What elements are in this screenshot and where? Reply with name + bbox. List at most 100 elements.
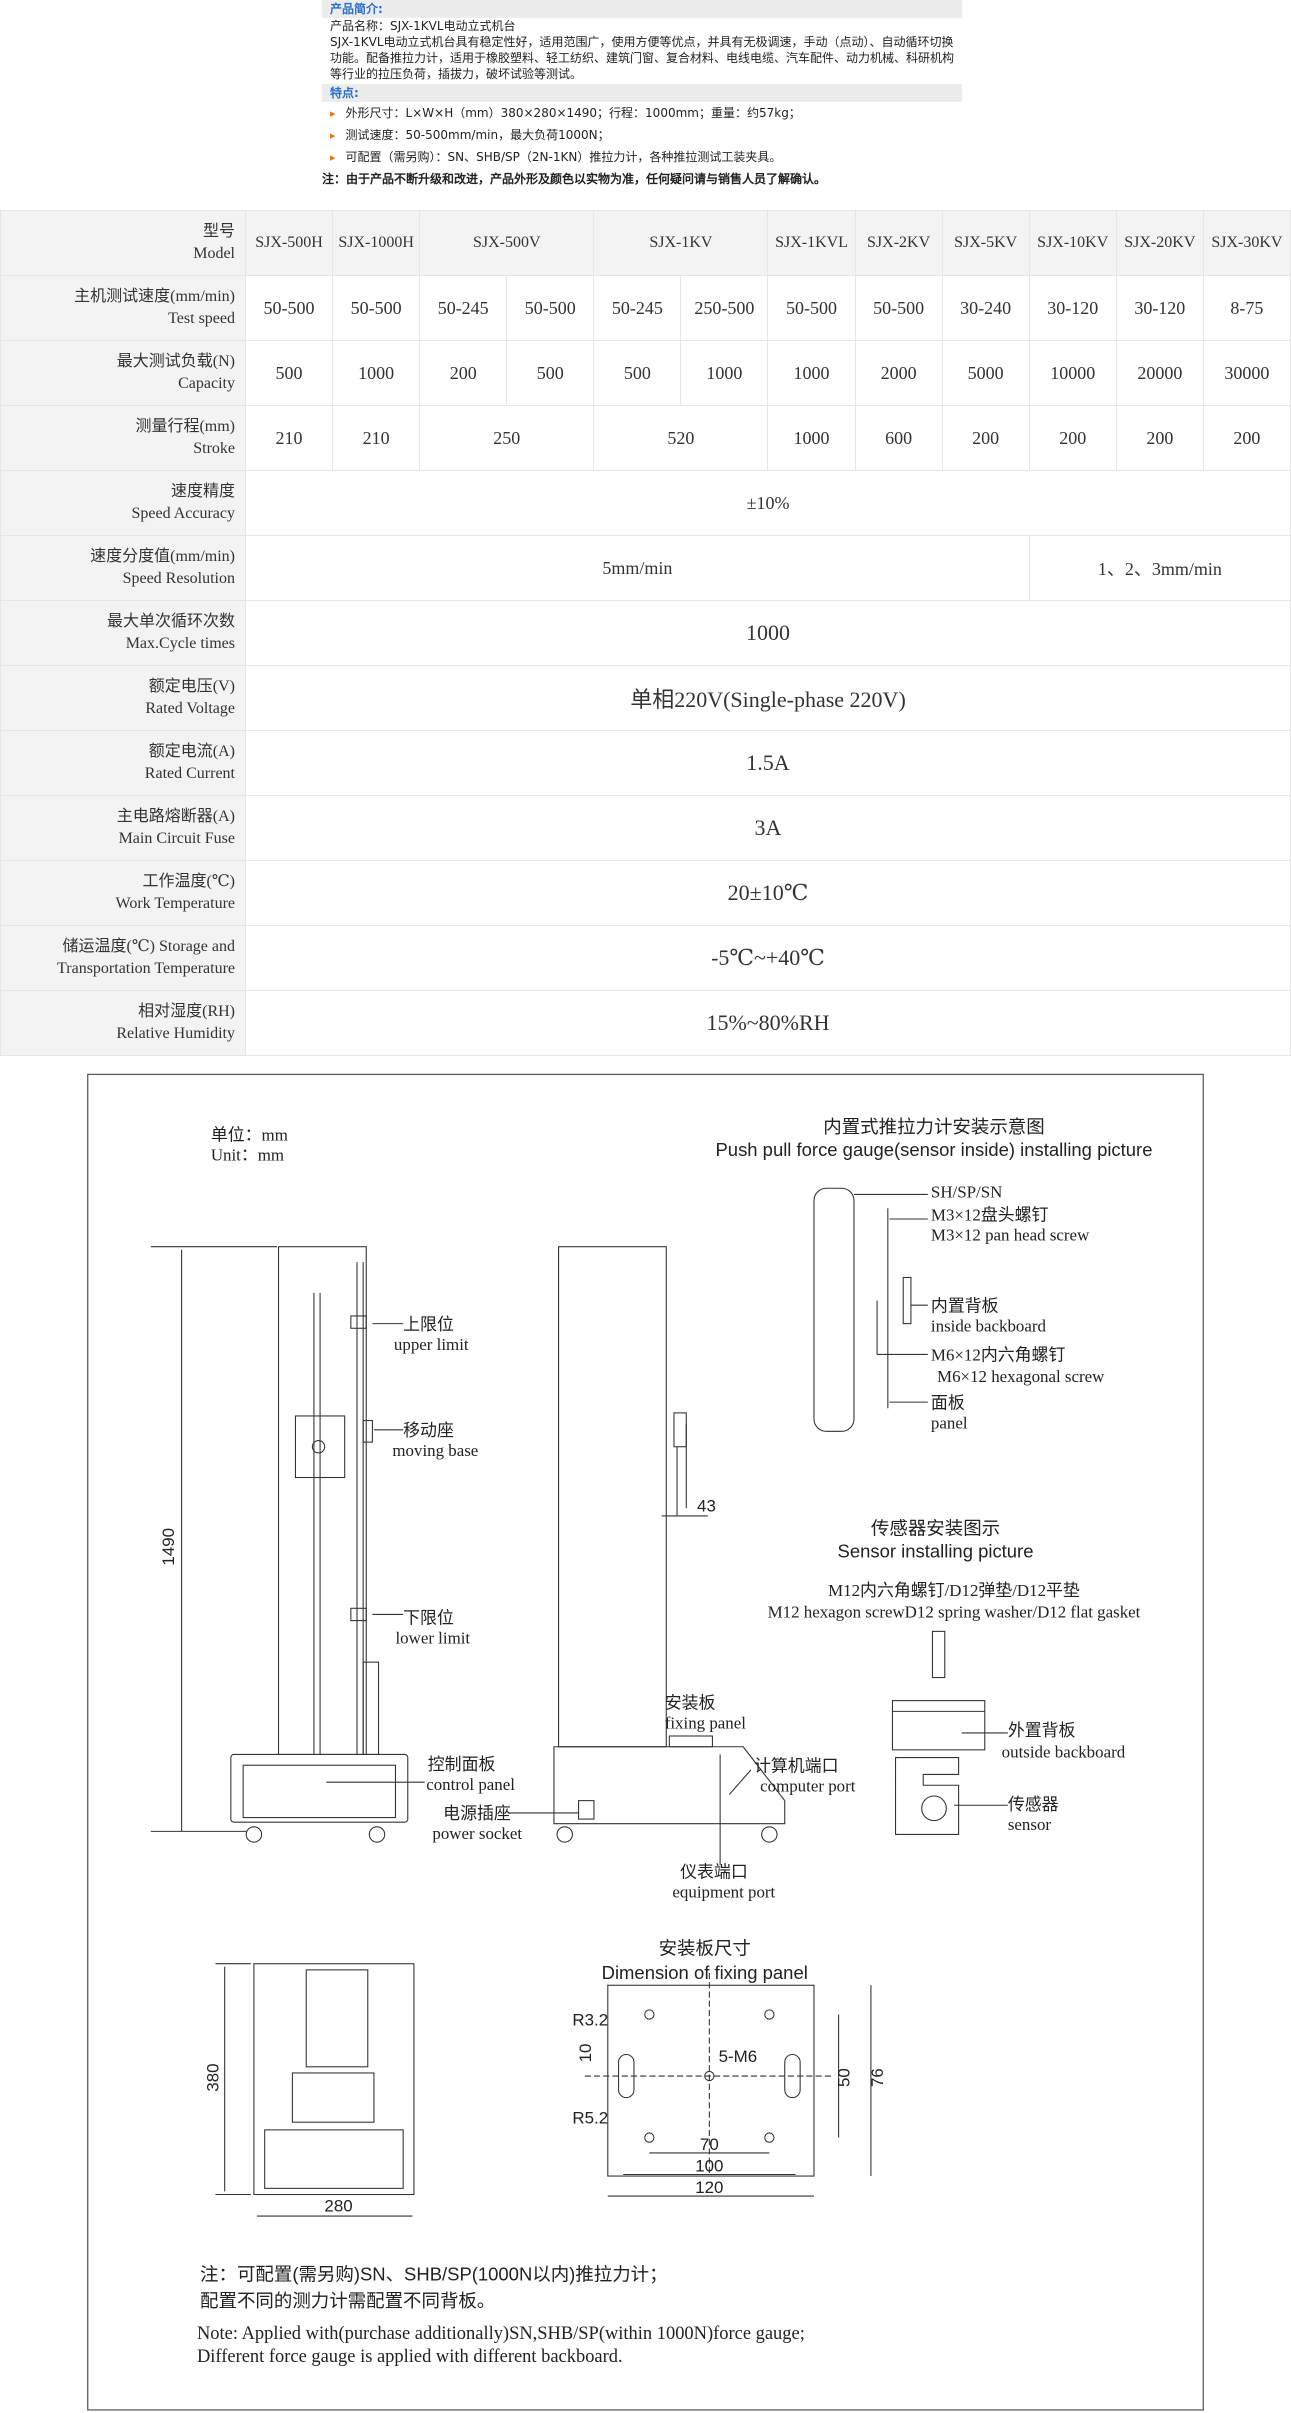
table-cell: 210 [244,405,334,471]
table-cell: SJX-10KV [1028,210,1117,276]
table-cell: ±10% [245,470,1291,536]
row-label: 额定电压(V) [148,678,235,695]
drawing-frame [87,1073,1204,2411]
row-label-en: Transportation Temperature [57,960,235,977]
table-cell: 50-500 [244,275,334,341]
table-cell: 210 [332,405,421,471]
m6-screw-label: M6×12内六角螺钉 [931,1346,1066,1365]
row-label: 速度精度 [170,483,235,500]
table-cell: SJX-20KV [1115,210,1204,276]
moving-base-label-en: moving base [392,1441,478,1460]
machine-side-view [507,1246,786,1866]
row-label: 相对湿度(RH) [138,1003,235,1020]
lower-limit-label-en: lower limit [395,1629,470,1648]
row-label: 速度分度值(mm/min) [90,548,235,565]
row-label-en: Rated Voltage [145,700,235,717]
slot-dimension: 10 [576,2044,595,2063]
table-cell: 50-500 [506,275,595,341]
table-cell: 3A [245,795,1291,861]
row-label: 最大测试负载(N) [116,353,235,370]
hole-width-dimension: 70 [700,2135,719,2154]
feature-item: 可配置（需另购）：SN、SHB/SP（2N-1KN）推拉力计，各种推拉测试工装夹… [330,146,962,168]
m12-screw-label-en: M12 hexagon screwD12 spring washer/D12 f… [768,1603,1141,1622]
radius-dimension: R5.2 [572,2109,608,2128]
table-cell: 520 [593,405,769,471]
inside-backboard-label: 内置背板 [931,1296,999,1315]
holes-label: 5-M6 [719,2047,758,2066]
table-cell: 500 [244,340,334,406]
row-label-en: Storage and [159,938,235,955]
sensor-title-en: Sensor installing picture [838,1541,1034,1562]
fixing-panel-diagram [584,1972,872,2197]
table-cell: 50-500 [332,275,421,341]
panel-label-en: panel [931,1413,968,1432]
sensor-title: 传感器安装图示 [871,1517,1000,1538]
offset-dimension: 43 [697,1496,716,1515]
panel-width-dimension: 120 [695,2178,723,2197]
radius-dimension: R3.2 [572,2010,608,2029]
note-en: Note: Applied with(purchase additionally… [197,2323,805,2344]
table-cell: 1000 [767,340,856,406]
row-label-en: Model [193,245,235,262]
table-cell: 50-245 [419,275,508,341]
table-cell: 600 [854,405,943,471]
row-label: 额定电流(A) [148,743,235,760]
equipment-port-label-en: equipment port [672,1883,775,1902]
table-cell: SJX-30KV [1202,210,1291,276]
table-row: 速度分度值(mm/min)Speed Resolution 5mm/min 1、… [0,535,1291,601]
gauge-title: 内置式推拉力计安装示意图 [823,1116,1044,1137]
table-cell: 200 [1028,405,1117,471]
upper-limit-label-en: upper limit [394,1335,469,1354]
fixing-title-en: Dimension of fixing panel [602,1962,808,1983]
disclaimer-note: 注：由于产品不断升级和改进，产品外形及颜色以实物为准，任何疑问请与销售人员了解确… [322,172,827,186]
table-row: 额定电流(A)Rated Current 1.5A [0,730,1291,796]
row-label-en: Max.Cycle times [125,635,235,652]
gauge-model-label: SH/SP/SN [931,1182,1002,1201]
table-cell: 单相220V(Single-phase 220V) [245,665,1291,731]
inside-backboard-label-en: inside backboard [931,1316,1047,1335]
table-cell: 200 [1115,405,1204,471]
table-cell: 50-500 [767,275,856,341]
row-label: 测量行程(mm) [135,418,235,435]
m6-screw-label-en: M6×12 hexagonal screw [937,1367,1105,1386]
unit-label-en: Unit：mm [211,1146,284,1165]
upper-limit-label: 上限位 [403,1315,454,1334]
outside-backboard-label: 外置背板 [1008,1721,1076,1740]
table-cell: SJX-1KVL [767,210,856,276]
row-label-en: Capacity [178,375,235,392]
table-cell: 250 [419,405,595,471]
table-cell: 15%~80%RH [245,990,1291,1056]
table-row: 额定电压(V) Rated Voltage 单相220V(Single-phase… [0,665,1291,731]
product-intro: 产品简介: 产品名称：SJX-1KVL电动立式机台 SJX-1KVL电动立式机台… [322,0,962,208]
panel-height-dimension: 76 [868,2068,887,2087]
outside-backboard-label-en: outside backboard [1002,1743,1126,1762]
hole-spacing-dimension: 50 [834,2068,853,2087]
sensor-install-diagram [891,1630,1008,1836]
moving-base-label: 移动座 [403,1421,454,1440]
slot-width-dimension: 100 [695,2156,723,2175]
technical-drawing: 单位：mm Unit：mm 内置式推拉力计安装示意图 Push pull for… [87,1073,1204,2411]
table-cell: 8-75 [1202,275,1291,341]
width-dimension: 280 [324,2196,352,2215]
feature-item: 外形尺寸：L×W×H（mm）380×280×1490；行程：1000mm；重量：… [330,102,962,124]
table-cell: 50-245 [593,275,682,341]
control-panel-label: 控制面板 [428,1755,496,1774]
table-row: 测量行程(mm)Stroke 210 210 250 520 1000 600 … [0,405,1291,471]
row-label-en: Main Circuit Fuse [118,830,235,847]
table-cell: 5mm/min [245,535,1030,601]
panel-label: 面板 [931,1393,965,1412]
table-row: 主电路熔断器(A)Main Circuit Fuse 3A [0,795,1291,861]
note-en: Different force gauge is applied with di… [197,2346,623,2366]
m3-screw-label: M3×12盘头螺钉 [931,1206,1049,1225]
table-cell: SJX-500V [419,210,595,276]
unit-label: 单位：mm [211,1126,288,1145]
table-cell: SJX-500H [244,210,334,276]
row-label-en: Work Temperature [115,895,235,912]
row-label-en: Speed Resolution [122,570,235,587]
feature-item: 测试速度：50-500mm/min，最大负荷1000N； [330,124,962,146]
table-cell: -5℃~+40℃ [245,925,1291,991]
depth-dimension: 380 [204,2063,223,2091]
